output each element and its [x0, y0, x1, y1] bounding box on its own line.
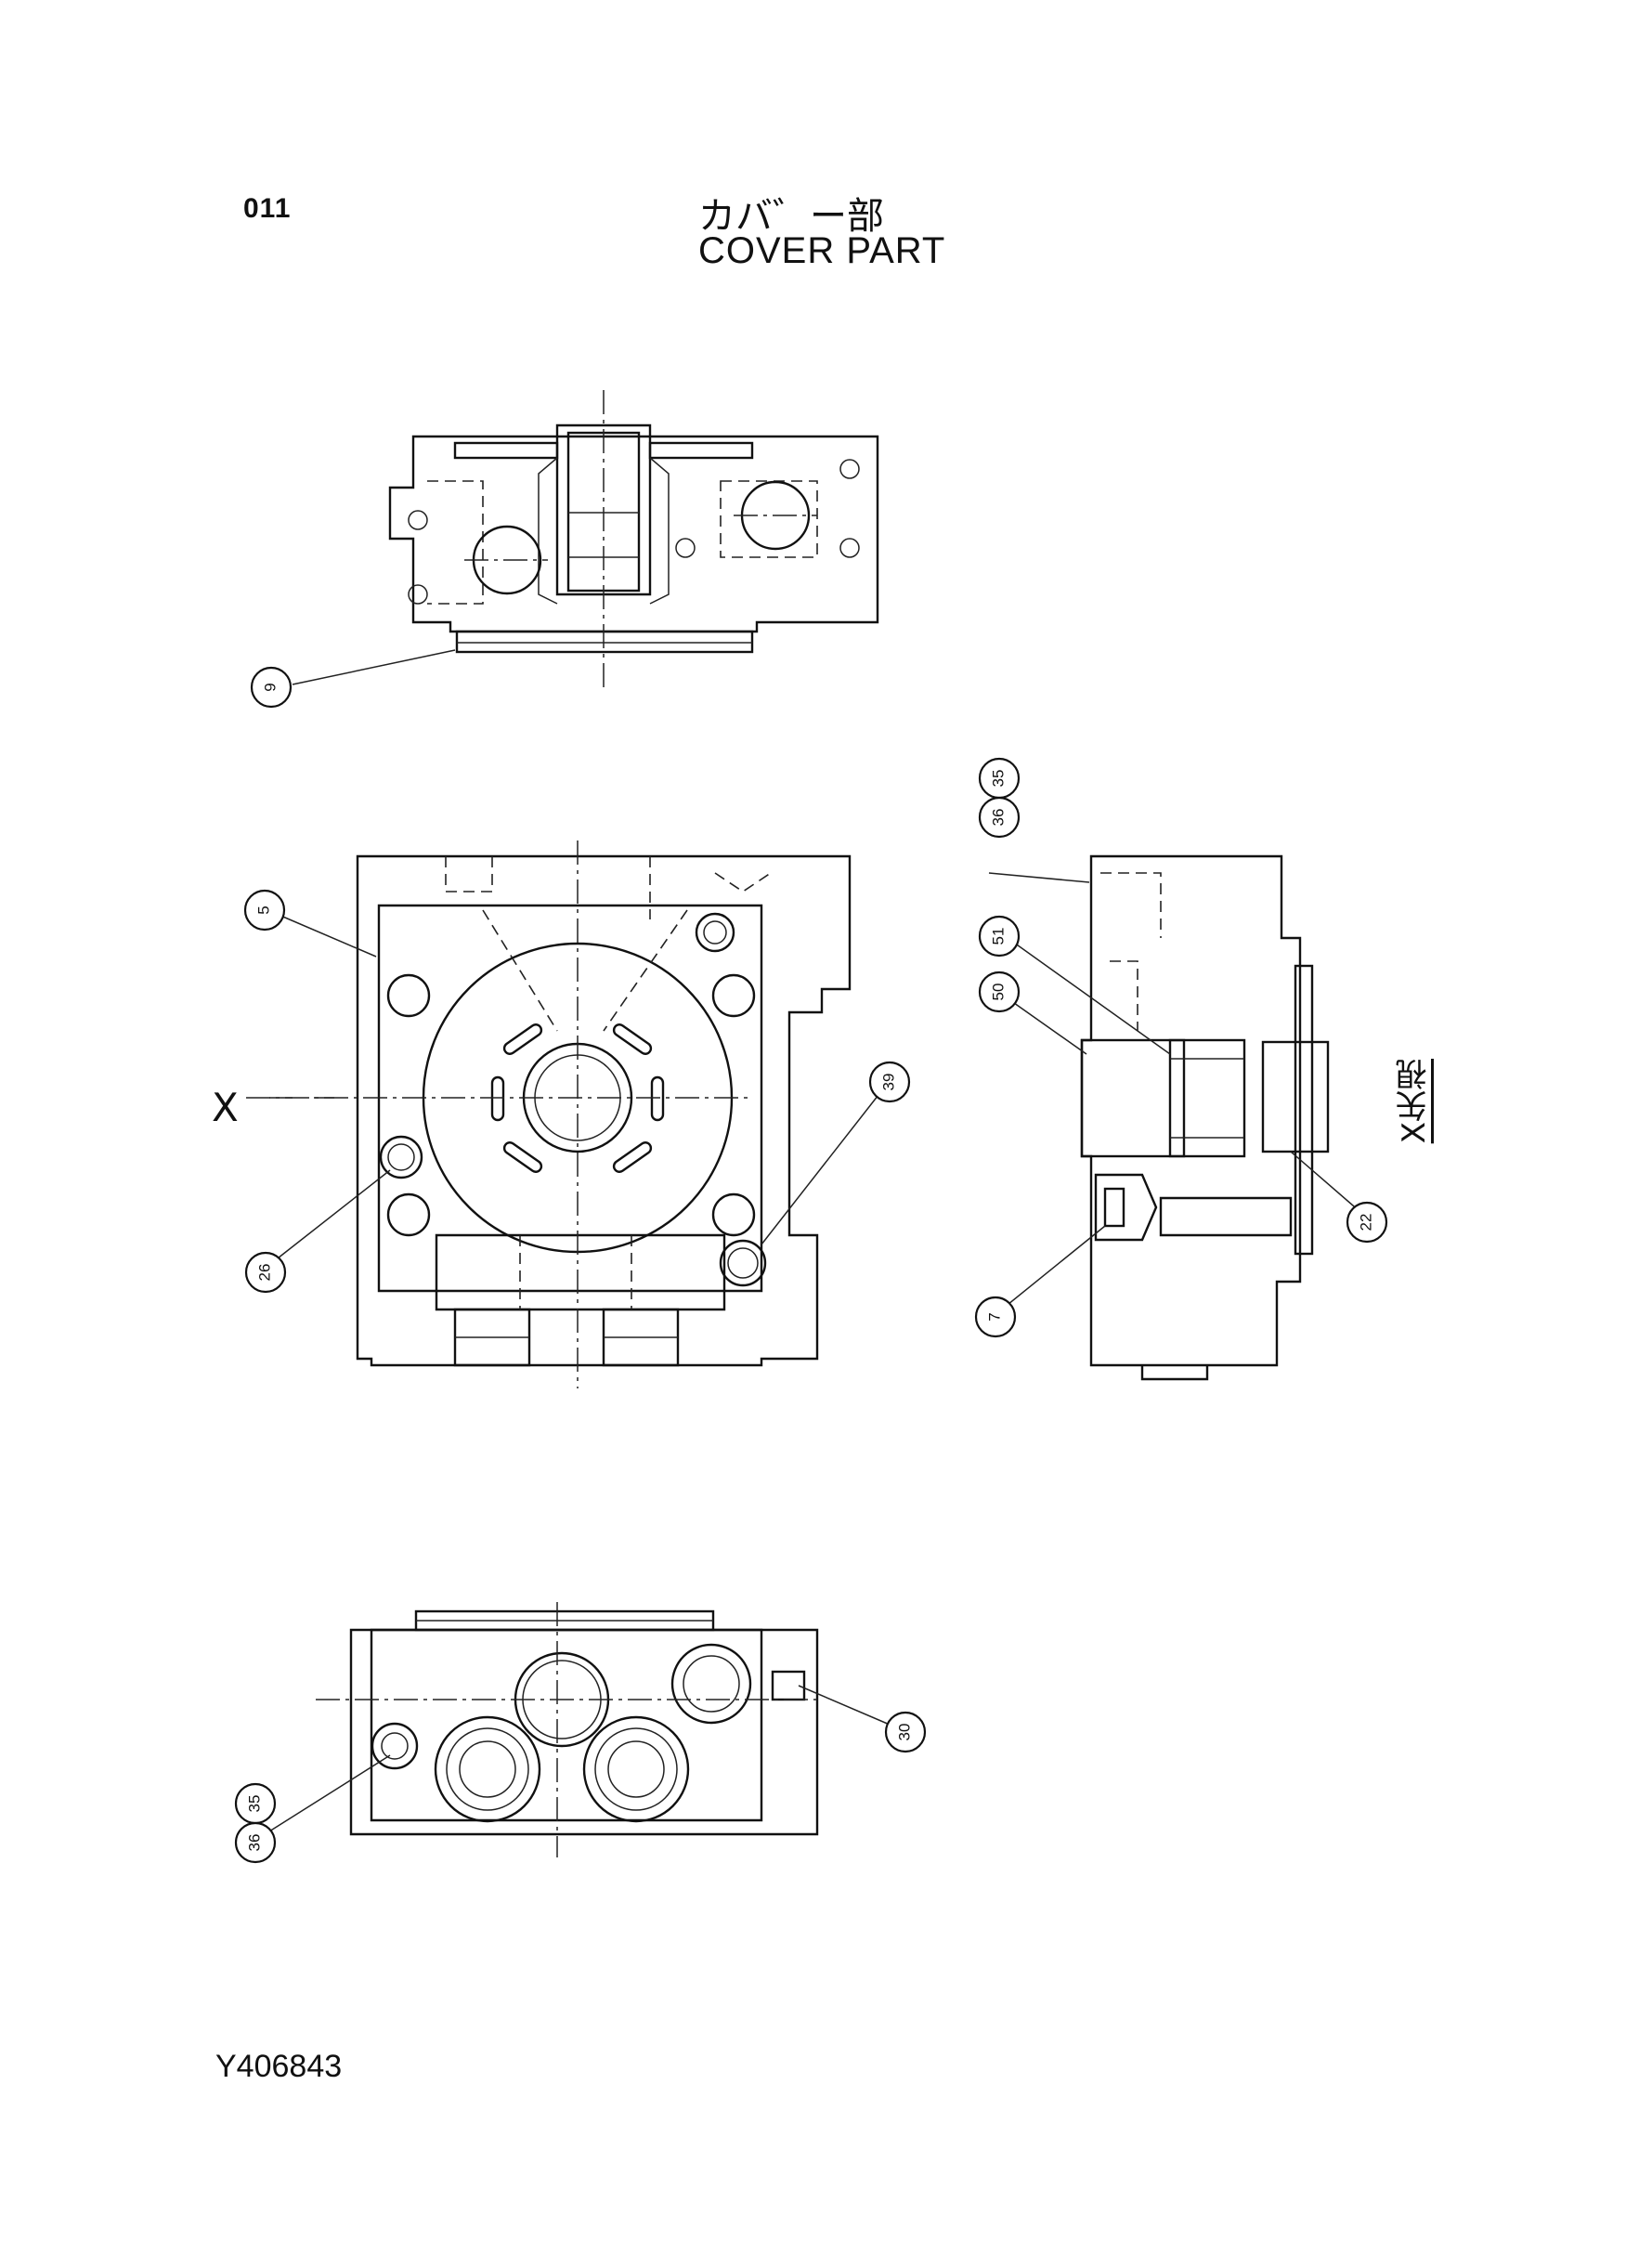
svg-text:50: 50 — [989, 984, 1007, 1001]
drawing-number: Y406843 — [215, 2049, 343, 2084]
svg-text:36: 36 — [245, 1834, 263, 1852]
callout-5: 5 — [243, 889, 286, 932]
bottom-view — [268, 1602, 897, 1857]
svg-text:30: 30 — [895, 1724, 913, 1741]
svg-text:36: 36 — [989, 809, 1007, 827]
svg-text:51: 51 — [989, 928, 1007, 945]
callout-26: 26 — [244, 1251, 287, 1294]
svg-text:35: 35 — [989, 770, 1007, 788]
view-arrow-label: X — [212, 1085, 239, 1130]
callout-39: 39 — [868, 1061, 911, 1103]
svg-text:35: 35 — [245, 1795, 263, 1813]
callout-51: 51 — [978, 915, 1021, 958]
callout-30: 30 — [884, 1711, 927, 1753]
svg-text:39: 39 — [879, 1074, 897, 1091]
callout-7: 7 — [974, 1296, 1017, 1338]
title-english: COVER PART — [698, 230, 946, 271]
front-view — [246, 840, 886, 1388]
title-japanese: カバ゛ー部 — [698, 195, 884, 238]
page-number: 011 — [243, 193, 292, 224]
svg-text:7: 7 — [985, 1312, 1003, 1321]
callout-36-bottom: 36 — [234, 1821, 277, 1864]
callout-35-bottom: 35 — [234, 1782, 277, 1825]
callout-9: 9 — [250, 666, 293, 709]
svg-text:22: 22 — [1357, 1214, 1374, 1231]
callout-bubbles: 9 5 39 26 35 36 51 50 22 7 30 35 36 — [234, 666, 1388, 1864]
callout-35-side: 35 — [978, 757, 1021, 800]
side-view — [988, 854, 1361, 1381]
svg-text:26: 26 — [255, 1264, 273, 1282]
callout-36-side: 36 — [978, 796, 1021, 839]
svg-text:9: 9 — [261, 683, 279, 691]
top-view — [292, 390, 879, 692]
svg-text:5: 5 — [254, 905, 272, 914]
callout-50: 50 — [978, 971, 1021, 1013]
callout-22: 22 — [1346, 1201, 1388, 1244]
